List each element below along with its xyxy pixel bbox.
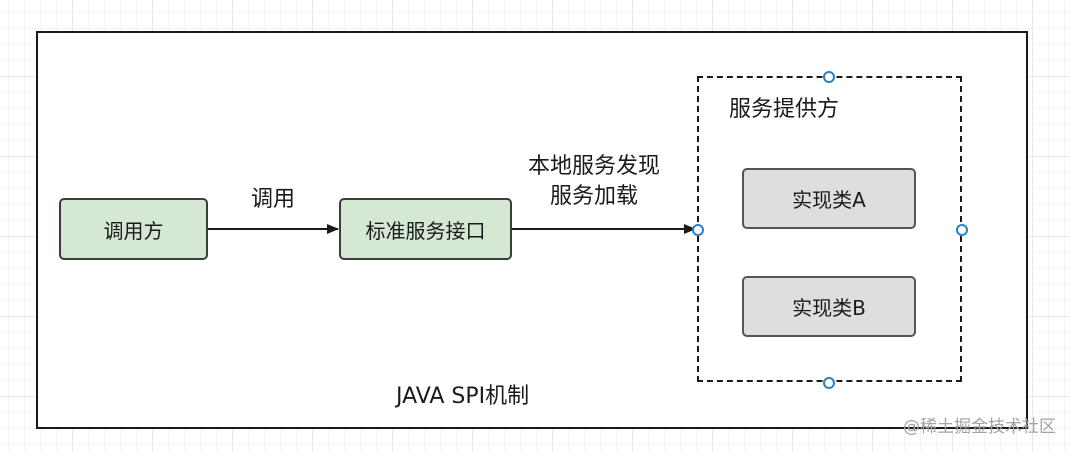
caller-box: 调用方: [59, 198, 208, 260]
interface-label: 标准服务接口: [365, 218, 486, 243]
provider-title: 服务提供方: [729, 97, 840, 122]
connection-handle-bottom[interactable]: [823, 377, 835, 389]
connection-handle-left[interactable]: [692, 224, 704, 236]
caller-label: 调用方: [103, 218, 164, 243]
discovery-label-line1: 本地服务发现: [528, 154, 661, 179]
discovery-label-line2: 服务加载: [550, 184, 639, 209]
call-label: 调用: [251, 187, 296, 212]
impl-b-box: 实现类B: [742, 276, 916, 337]
impl-a-label: 实现类A: [792, 188, 866, 212]
watermark: @稀土掘金技术社区: [903, 417, 1056, 437]
diagram-caption: JAVA SPI机制: [396, 384, 530, 409]
impl-a-box: 实现类A: [742, 168, 916, 229]
interface-box: 标准服务接口: [339, 198, 512, 260]
connection-handle-right[interactable]: [956, 224, 968, 236]
impl-b-label: 实现类B: [792, 296, 866, 320]
connection-handle-top[interactable]: [823, 71, 835, 83]
